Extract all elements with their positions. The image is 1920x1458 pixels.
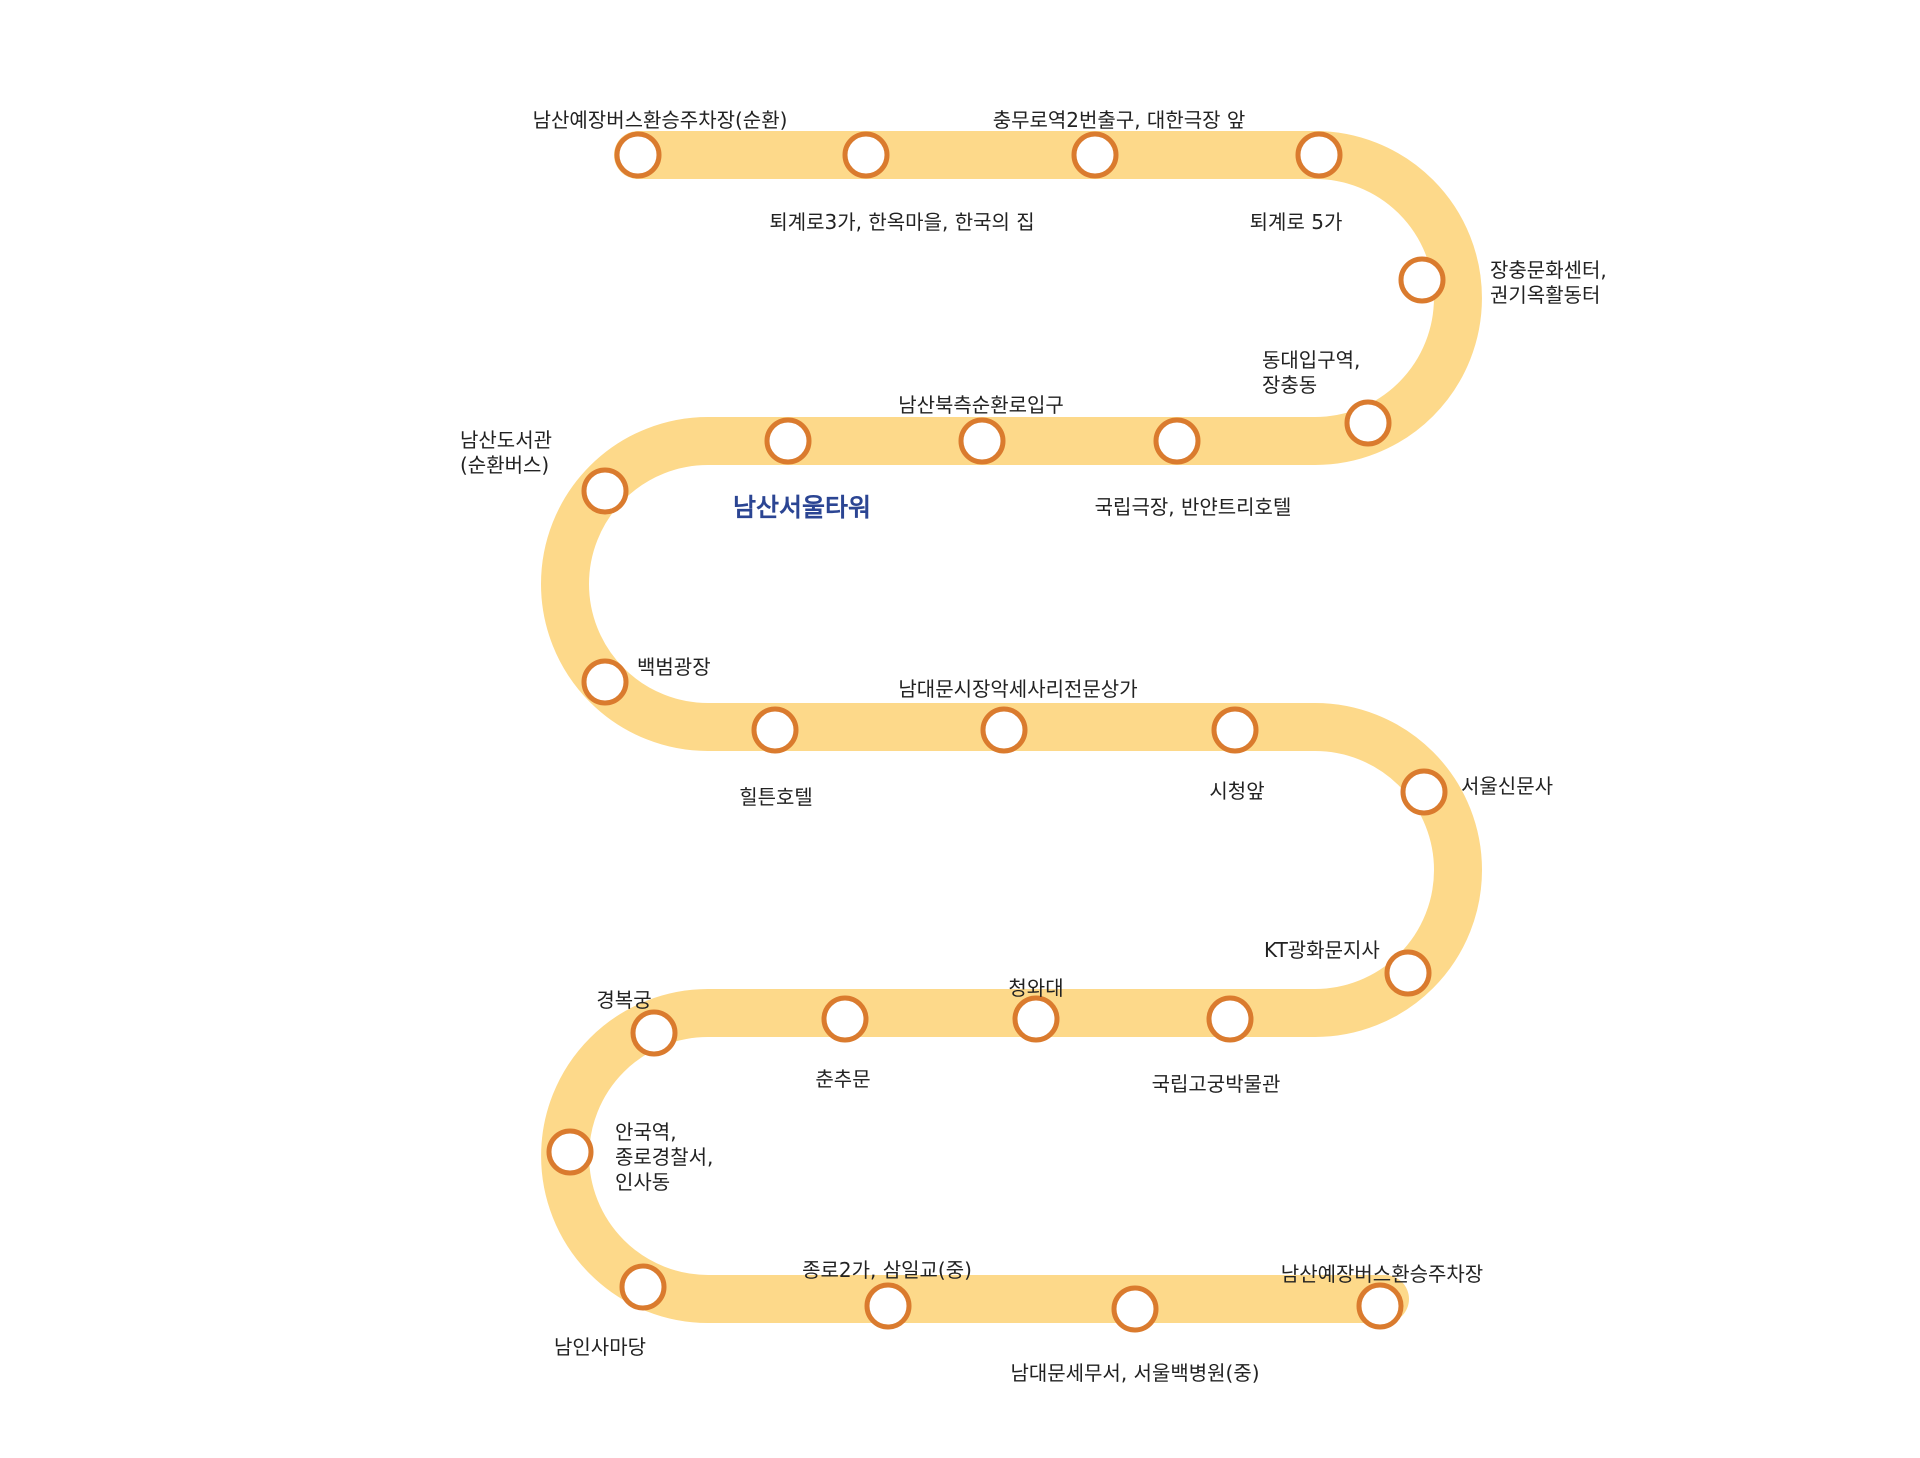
stop-label-line: 남인사마당 (554, 1335, 646, 1359)
stop-label-line: 경복궁 (596, 988, 652, 1012)
stop-label-line: 종로경찰서, (615, 1145, 714, 1169)
stop-label-line: KT광화문지사 (1264, 938, 1380, 962)
stop-label-line: 남산예장버스환승주차장 (1280, 1262, 1484, 1286)
stop-label-line: 힐튼호텔 (739, 785, 813, 809)
stop-label: 국립극장, 반얀트리호텔 (1095, 495, 1292, 520)
stop-marker (751, 706, 799, 754)
stop-marker (821, 995, 869, 1043)
stop-label: 경복궁 (596, 988, 651, 1013)
stop-label: 퇴계로3가, 한옥마을, 한국의 집 (769, 210, 1034, 235)
stop-marker (619, 1263, 667, 1311)
stop-label: 남산예장버스환승주차장 (1281, 1262, 1483, 1287)
stop-marker (1111, 1285, 1159, 1333)
stop-label-line: 퇴계로3가, 한옥마을, 한국의 집 (769, 210, 1035, 234)
stop-marker (1344, 399, 1392, 447)
stop-label: 시청앞 (1209, 779, 1264, 804)
stop-marker (842, 131, 890, 179)
stop-marker (1356, 1282, 1404, 1330)
stop-marker (1211, 706, 1259, 754)
stop-label: 춘추문 (815, 1067, 870, 1092)
stop-label-line: 춘추문 (815, 1067, 871, 1091)
stop-label-line: 백범광장 (637, 655, 711, 679)
stop-marker (1071, 131, 1119, 179)
stop-marker (614, 131, 662, 179)
stop-label-line: 국립극장, 반얀트리호텔 (1094, 495, 1292, 519)
stop-label: 남산예장버스환승주차장(순환) (533, 108, 788, 133)
stop-marker (958, 417, 1006, 465)
stop-marker (630, 1009, 678, 1057)
stop-marker (1206, 995, 1254, 1043)
stop-label: 남산도서관(순환버스) (460, 428, 552, 478)
stop-label: 서울신문사 (1461, 774, 1553, 799)
stop-marker (1384, 949, 1432, 997)
stop-label-line: 종로2가, 삼일교(중) (802, 1258, 972, 1282)
stop-label-line: 남산예장버스환승주차장(순환) (532, 108, 788, 132)
stop-label-line: 권기옥활동터 (1490, 283, 1601, 307)
stop-label: 안국역,종로경찰서,인사동 (615, 1120, 713, 1195)
stop-marker (581, 467, 629, 515)
stop-marker (864, 1282, 912, 1330)
stop-label-line: 장충문화센터, (1490, 258, 1607, 282)
stop-label: 퇴계로 5가 (1250, 210, 1343, 235)
stop-marker (1153, 417, 1201, 465)
stop-label: 청와대 (1008, 976, 1063, 1001)
stop-marker (764, 417, 812, 465)
stop-label: 종로2가, 삼일교(중) (802, 1258, 972, 1283)
stop-marker (980, 706, 1028, 754)
stop-label-line: 청와대 (1008, 976, 1064, 1000)
stops-layer (546, 131, 1448, 1333)
stop-label-highlight: 남산서울타워 (733, 493, 871, 523)
stop-label-line: 충무로역2번출구, 대한극장 앞 (992, 108, 1246, 132)
stop-label: 힐튼호텔 (739, 785, 813, 810)
stop-label: 동대입구역,장충동 (1262, 348, 1360, 398)
stop-label-line: 시청앞 (1209, 779, 1265, 803)
stop-label: 국립고궁박물관 (1152, 1072, 1281, 1097)
stop-label-line: 남대문시장악세사리전문상가 (898, 677, 1138, 701)
stop-label-line: 안국역, (615, 1120, 677, 1144)
stop-label: 백범광장 (637, 655, 711, 680)
stop-marker (546, 1128, 594, 1176)
stop-label: KT광화문지사 (1264, 938, 1380, 963)
stop-marker (1012, 995, 1060, 1043)
stop-label: 남대문시장악세사리전문상가 (898, 677, 1137, 702)
stop-label-line: (순환버스) (460, 453, 550, 477)
stop-label-line: 장충동 (1262, 373, 1318, 397)
stop-label-line: 인사동 (615, 1170, 671, 1194)
stop-label-line: 남산도서관 (460, 428, 552, 452)
stop-label-line: 동대입구역, (1262, 348, 1361, 372)
stop-marker (1400, 768, 1448, 816)
stop-marker (581, 658, 629, 706)
stop-label-line: 남산북측순환로입구 (898, 393, 1064, 417)
stop-label: 장충문화센터,권기옥활동터 (1490, 258, 1607, 308)
stop-marker (1398, 256, 1446, 304)
stop-label: 충무로역2번출구, 대한극장 앞 (993, 108, 1246, 133)
stop-label-line: 남대문세무서, 서울백병원(중) (1010, 1361, 1260, 1385)
stop-label-line: 서울신문사 (1461, 774, 1553, 798)
stop-marker (1295, 131, 1343, 179)
stop-label: 남인사마당 (554, 1335, 646, 1360)
stop-label: 남산북측순환로입구 (898, 393, 1064, 418)
stop-label-line: 남산서울타워 (732, 493, 872, 522)
stop-label-line: 퇴계로 5가 (1249, 210, 1343, 234)
stop-label: 남대문세무서, 서울백병원(중) (1010, 1361, 1259, 1386)
stop-label-line: 국립고궁박물관 (1151, 1072, 1281, 1096)
